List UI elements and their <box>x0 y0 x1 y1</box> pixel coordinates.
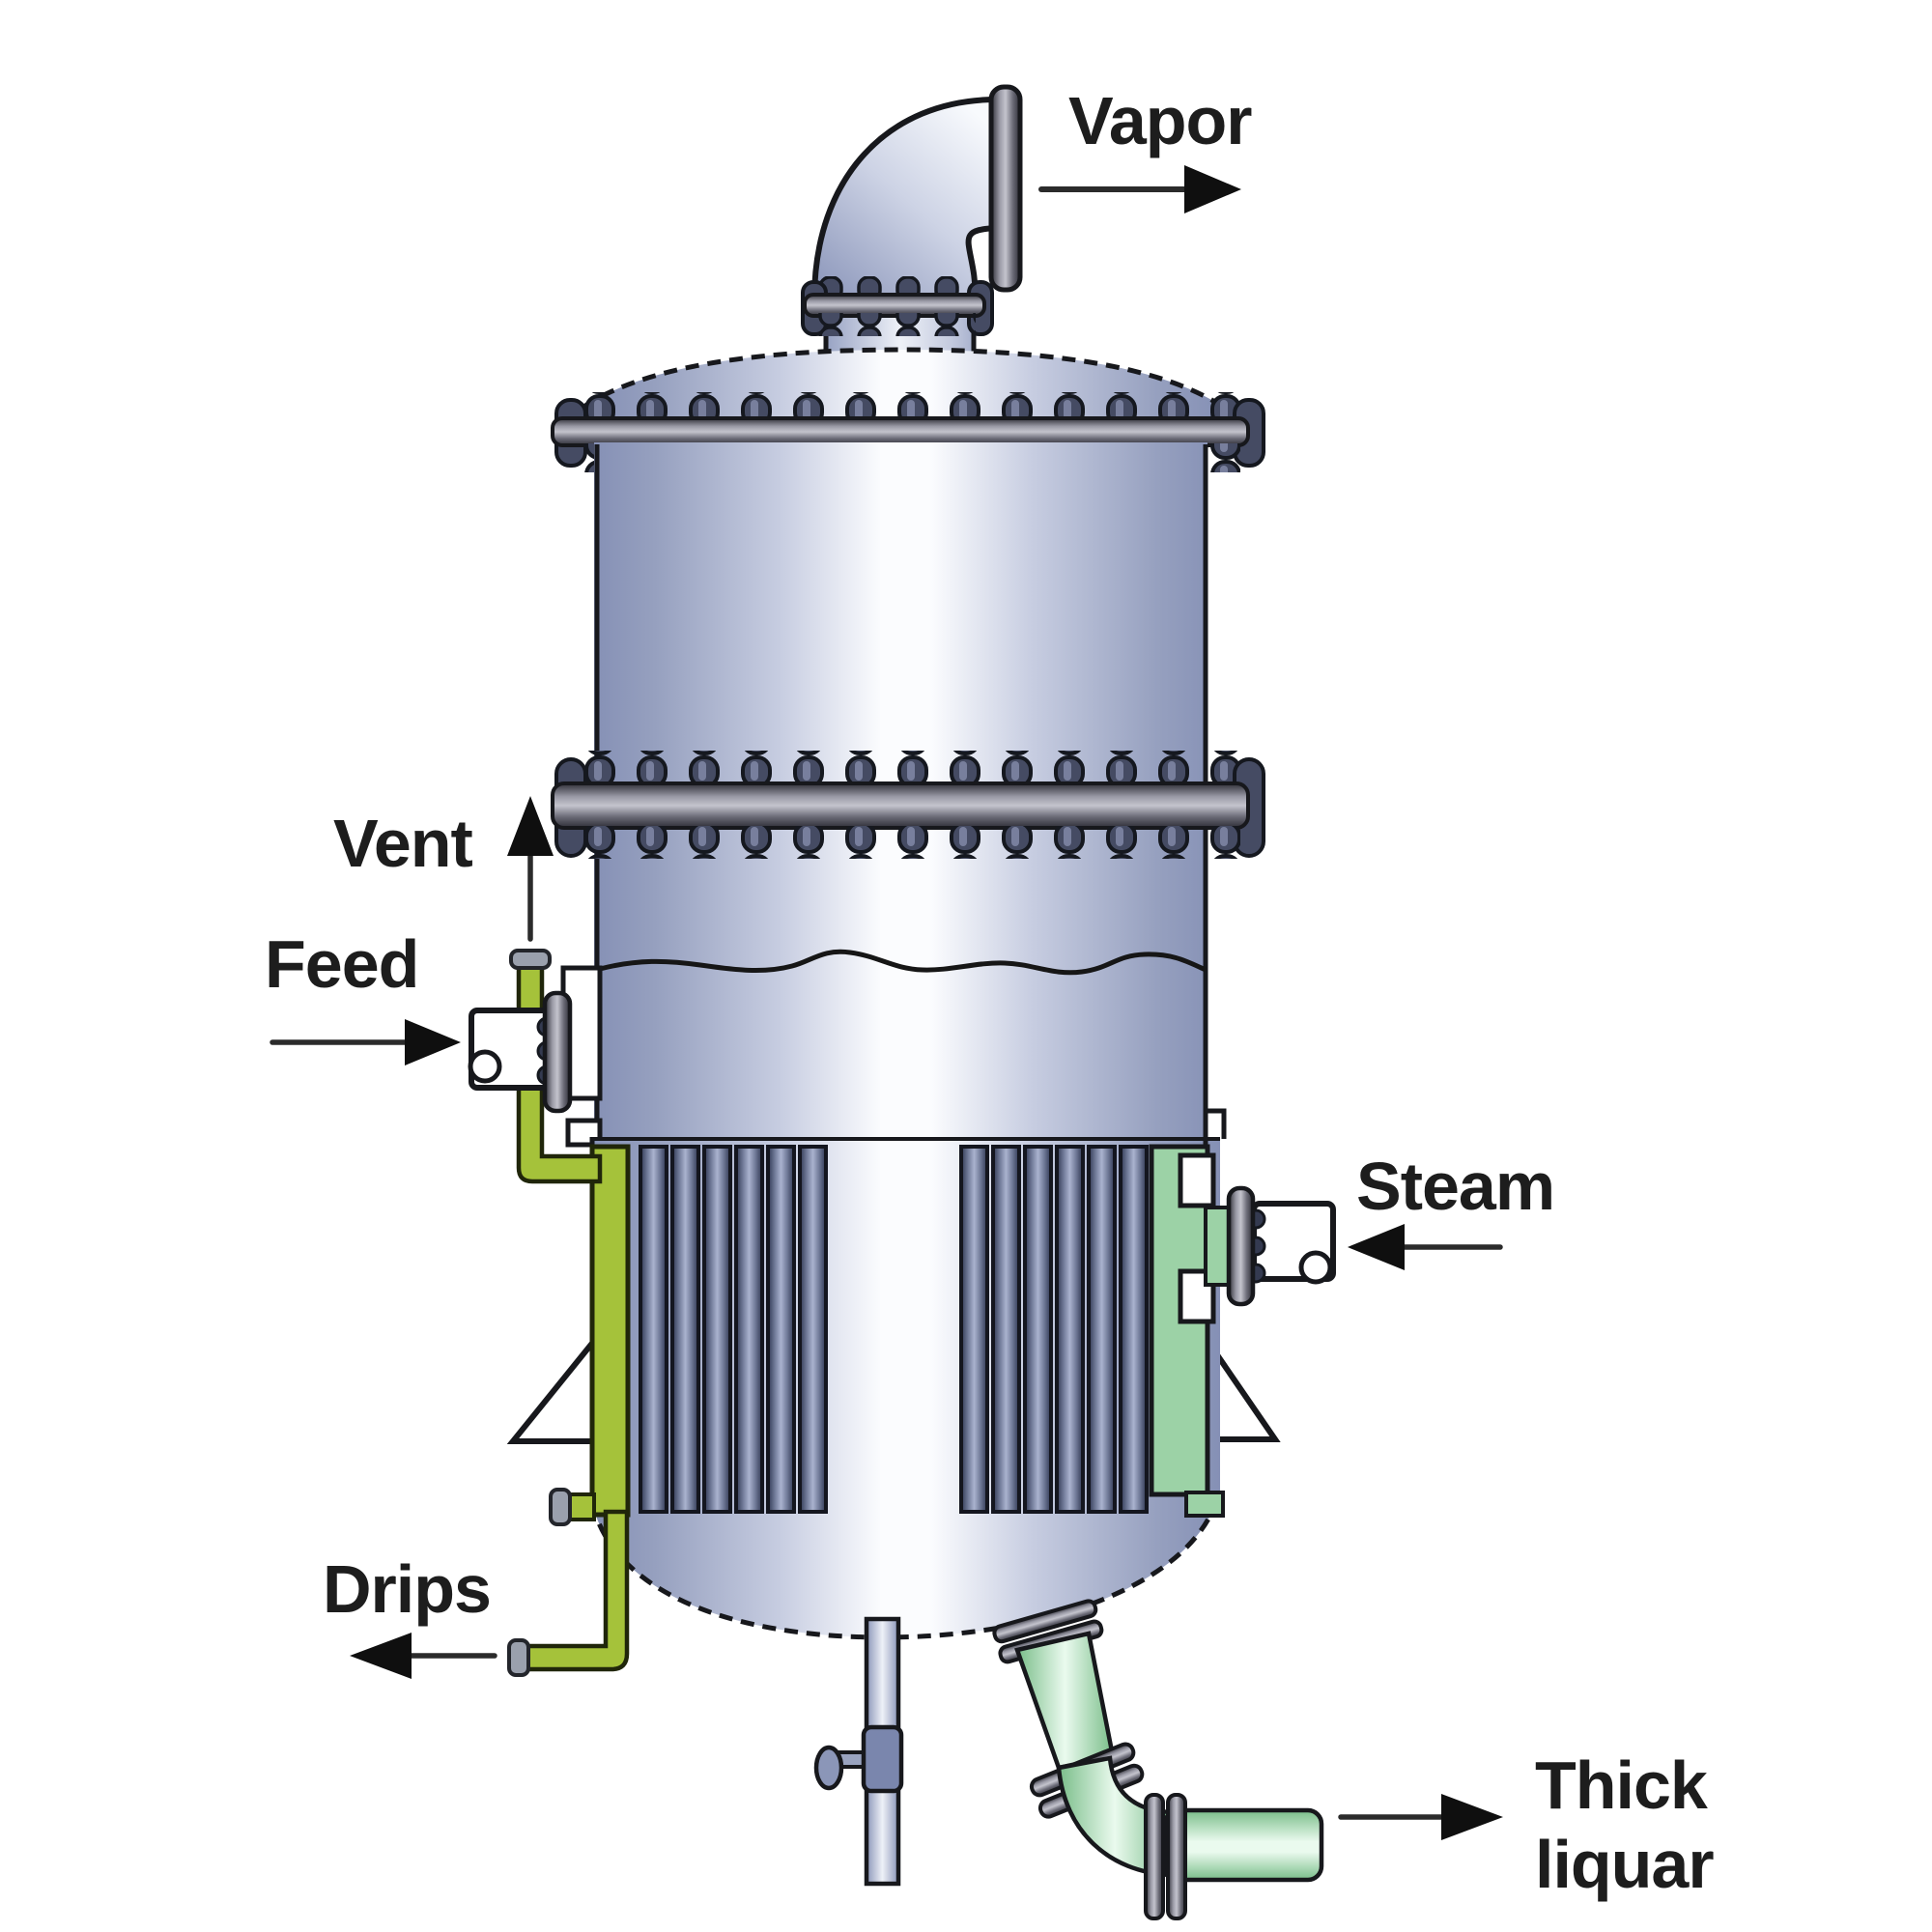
liquor-angled-pipe <box>1014 1631 1116 1771</box>
thick-liquor-outlet <box>992 1599 1324 1920</box>
tube <box>1119 1145 1149 1514</box>
thick-liquor-arrow <box>1338 1794 1503 1840</box>
steam-drip <box>1298 1250 1333 1285</box>
left-support-leg <box>506 1332 597 1444</box>
middle-flange-bar <box>551 781 1250 830</box>
tube <box>766 1145 796 1514</box>
vapor-arrow <box>1038 165 1241 213</box>
steam-label: Steam <box>1356 1149 1555 1224</box>
tube <box>702 1145 732 1514</box>
valve-body <box>861 1724 904 1794</box>
drips-arrow <box>350 1633 497 1679</box>
tube <box>991 1145 1021 1514</box>
tube-bundle-left <box>639 1145 828 1514</box>
drips-pipe-cap <box>507 1638 530 1677</box>
vapor-label: Vapor <box>1068 83 1253 158</box>
thick-liquor-label-line2: liquar <box>1535 1826 1715 1902</box>
tube <box>1087 1145 1117 1514</box>
vent-pipe-cap <box>509 949 552 970</box>
feed-label: Feed <box>265 926 419 1002</box>
internals <box>549 1144 1225 1526</box>
dome-outline <box>563 347 1243 423</box>
elbow-pipe <box>810 96 1000 302</box>
tube <box>670 1145 700 1514</box>
thick-liquor-label-line1: Thick <box>1535 1747 1708 1823</box>
drain-valve-assembly <box>813 1616 904 1887</box>
tube <box>1055 1145 1085 1514</box>
neck-flange-bar <box>803 293 986 318</box>
feed-drip <box>468 1049 502 1084</box>
dished-bottom-fill <box>592 1488 1217 1638</box>
feed-arrow <box>270 1019 461 1065</box>
tube-bundle-right <box>959 1145 1149 1514</box>
feed-channel-stub-cap <box>549 1488 572 1526</box>
flow-arrows <box>270 165 1503 1840</box>
feed-inlet-assembly <box>468 949 603 1184</box>
vent-arrow <box>507 796 554 942</box>
steam-stub <box>1204 1206 1233 1287</box>
tube <box>734 1145 764 1514</box>
steam-arrow <box>1348 1224 1503 1270</box>
steam-inlet-nozzle <box>1204 1185 1336 1307</box>
tube <box>639 1145 668 1514</box>
elbow-outlet-flange <box>988 84 1023 293</box>
right-wall-step <box>1208 1108 1227 1139</box>
middle-flange-bolts-up <box>564 751 1240 782</box>
steam-nozzle-flange <box>1226 1185 1256 1307</box>
liquor-top-flange-bar <box>992 1599 1098 1644</box>
tube <box>798 1145 828 1514</box>
feed-channel-strip <box>589 1144 631 1518</box>
liquid-level-line <box>599 949 1208 976</box>
drips-label: Drips <box>323 1551 492 1627</box>
tube <box>1023 1145 1053 1514</box>
neck-flange-bolts-bottom <box>811 313 976 336</box>
steam-channel-notch-top <box>1178 1152 1216 1208</box>
top-flange-bar <box>551 416 1250 447</box>
drips-pipe <box>525 1509 630 1672</box>
middle-flange-bolts-down <box>564 826 1240 859</box>
feed-nozzle-flange <box>542 990 573 1114</box>
drips-pipe-assembly <box>507 1509 630 1677</box>
thick-liquor-label: Thick liquar <box>1535 1747 1715 1905</box>
middle-flange <box>551 751 1265 859</box>
tube <box>959 1145 989 1514</box>
valve-handle-knob <box>813 1745 844 1791</box>
steam-channel-foot <box>1184 1491 1225 1518</box>
liquor-flange-bar <box>1144 1793 1165 1920</box>
feed-channel-bottom-stub <box>566 1492 596 1521</box>
liquor-horizontal-pipe <box>1162 1807 1324 1883</box>
liquor-flange-bar <box>1166 1793 1187 1920</box>
vent-label: Vent <box>333 806 473 881</box>
vapor-outlet-elbow <box>801 84 1023 389</box>
